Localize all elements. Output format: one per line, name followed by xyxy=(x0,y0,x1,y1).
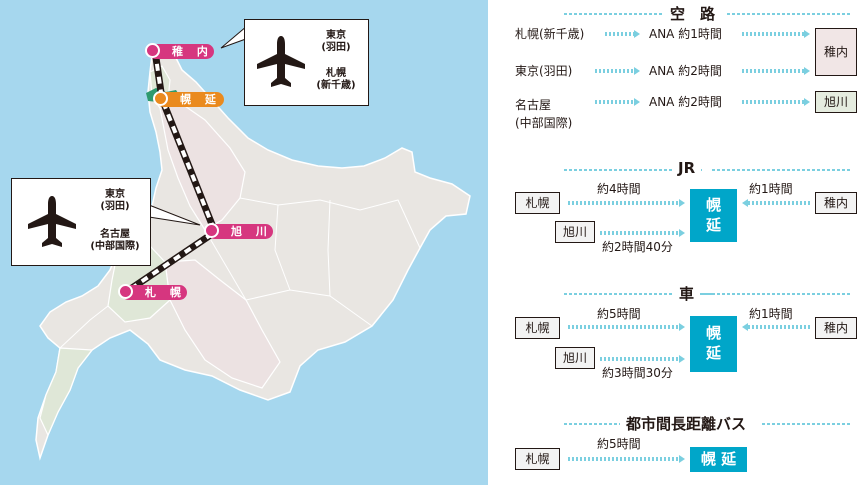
section-bus-title: 都市間長距離バス xyxy=(512,413,852,434)
airplane-icon xyxy=(257,36,305,87)
section-jr-title: JR xyxy=(512,159,852,177)
arrow-left xyxy=(742,199,810,207)
jr-time-wakkanai: 約1時間 xyxy=(749,182,793,196)
pin-horonobe: 幌 延 xyxy=(153,91,224,107)
hokkaido-map: 東京(羽田) 札幌(新千歳) 東京(羽田) 名古屋(中部国際) 稚 内 幌 延 … xyxy=(0,0,488,485)
car-dest-horonobe: 幌延 xyxy=(690,316,737,372)
air-from-nagoya-line2: (中部国際) xyxy=(515,116,573,130)
jr-from-wakkanai: 稚内 xyxy=(815,192,857,214)
region-pink-north xyxy=(159,103,246,231)
title-rule xyxy=(762,423,852,425)
dest-char: 延 xyxy=(705,344,721,362)
pin-label: 旭 川 xyxy=(231,225,272,238)
arrow-right xyxy=(600,229,685,237)
arrow-left xyxy=(742,323,810,331)
callout-left-airport-1: 東京(羽田) xyxy=(100,189,130,212)
callout-top-airport-2: 札幌(新千歳) xyxy=(316,68,356,91)
section-title-text: JR xyxy=(672,159,702,177)
pin-dot xyxy=(204,223,219,238)
title-rule xyxy=(564,169,704,171)
car-time-asahikawa: 約3時間30分 xyxy=(602,366,673,380)
airplane-icon xyxy=(28,196,76,247)
pin-dot xyxy=(145,43,160,58)
jr-from-sapporo: 札幌 xyxy=(515,192,560,214)
air-from-nagoya: 名古屋 (中部国際) xyxy=(515,96,572,132)
title-rule xyxy=(564,423,664,425)
pin-label: 札 幌 xyxy=(145,286,186,299)
pin-label: 幌 延 xyxy=(180,93,221,106)
arrow-right xyxy=(742,67,810,75)
air-dest-asahikawa: 旭川 xyxy=(815,91,857,113)
title-rule xyxy=(702,293,852,295)
arrow-right xyxy=(568,199,685,207)
arrow-right xyxy=(742,98,810,106)
arrow-right xyxy=(568,323,685,331)
arrow-right xyxy=(600,355,685,363)
air-route-2: ANA 約2時間 xyxy=(649,64,722,78)
car-from-asahikawa: 旭川 xyxy=(555,347,595,369)
title-rule xyxy=(564,13,704,15)
air-dest-wakkanai: 稚内 xyxy=(815,28,857,76)
dest-char: 延 xyxy=(705,216,721,234)
section-air-title: 空 路 xyxy=(512,3,852,24)
pin-label: 稚 内 xyxy=(172,45,213,58)
region-pink-south xyxy=(164,259,281,389)
title-rule xyxy=(727,13,852,15)
callout-left-airport-2: 名古屋(中部国際) xyxy=(90,229,140,252)
arrow-right xyxy=(605,30,640,38)
section-title-text: 空 路 xyxy=(664,3,722,24)
section-title-text: 車 xyxy=(673,283,701,304)
pin-wakkanai: 稚 内 xyxy=(145,43,214,59)
callout-left-pointer xyxy=(148,204,201,226)
pin-sapporo: 札 幌 xyxy=(118,284,187,300)
railway-line xyxy=(124,50,219,295)
air-from-tokyo: 東京(羽田) xyxy=(515,64,573,78)
jr-from-asahikawa: 旭川 xyxy=(555,221,595,243)
bus-from-sapporo: 札幌 xyxy=(515,448,560,470)
dest-char: 幌 xyxy=(705,196,721,214)
car-from-wakkanai: 稚内 xyxy=(815,317,857,339)
jr-time-asahikawa: 約2時間40分 xyxy=(602,240,673,254)
bus-dest-horonobe: 幌 延 xyxy=(690,447,747,472)
dest-label: 旭川 xyxy=(823,95,848,109)
car-time-wakkanai: 約1時間 xyxy=(749,307,793,321)
arrow-right xyxy=(595,67,640,75)
callout-top-airport-1: 東京(羽田) xyxy=(321,30,351,53)
title-rule xyxy=(564,293,712,295)
dest-label: 稚内 xyxy=(823,45,848,59)
pin-dot xyxy=(153,91,168,106)
pin-asahikawa: 旭 川 xyxy=(204,223,273,239)
title-rule xyxy=(712,169,852,171)
section-car-title: 車 xyxy=(512,283,852,304)
jr-time-sapporo: 約4時間 xyxy=(597,182,641,196)
jr-dest-horonobe: 幌延 xyxy=(690,189,737,242)
dest-char: 幌 xyxy=(705,324,721,342)
airport-callout-top: 東京(羽田) 札幌(新千歳) xyxy=(244,19,369,106)
air-route-1: ANA 約1時間 xyxy=(649,27,722,41)
air-from-nagoya-line1: 名古屋 xyxy=(515,98,552,112)
arrow-right xyxy=(595,98,640,106)
region-green-southwest xyxy=(39,347,94,437)
pin-dot xyxy=(118,284,133,299)
arrow-right xyxy=(742,30,810,38)
airport-callout-left: 東京(羽田) 名古屋(中部国際) xyxy=(11,178,151,266)
arrow-right xyxy=(568,455,685,463)
car-from-sapporo: 札幌 xyxy=(515,317,560,339)
municipal-borders xyxy=(59,197,421,349)
air-route-3: ANA 約2時間 xyxy=(649,95,722,109)
car-time-sapporo: 約5時間 xyxy=(597,307,641,321)
air-from-sapporo: 札幌(新千歳) xyxy=(515,27,585,41)
section-title-text: 都市間長距離バス xyxy=(620,413,753,434)
bus-time: 約5時間 xyxy=(597,437,641,451)
